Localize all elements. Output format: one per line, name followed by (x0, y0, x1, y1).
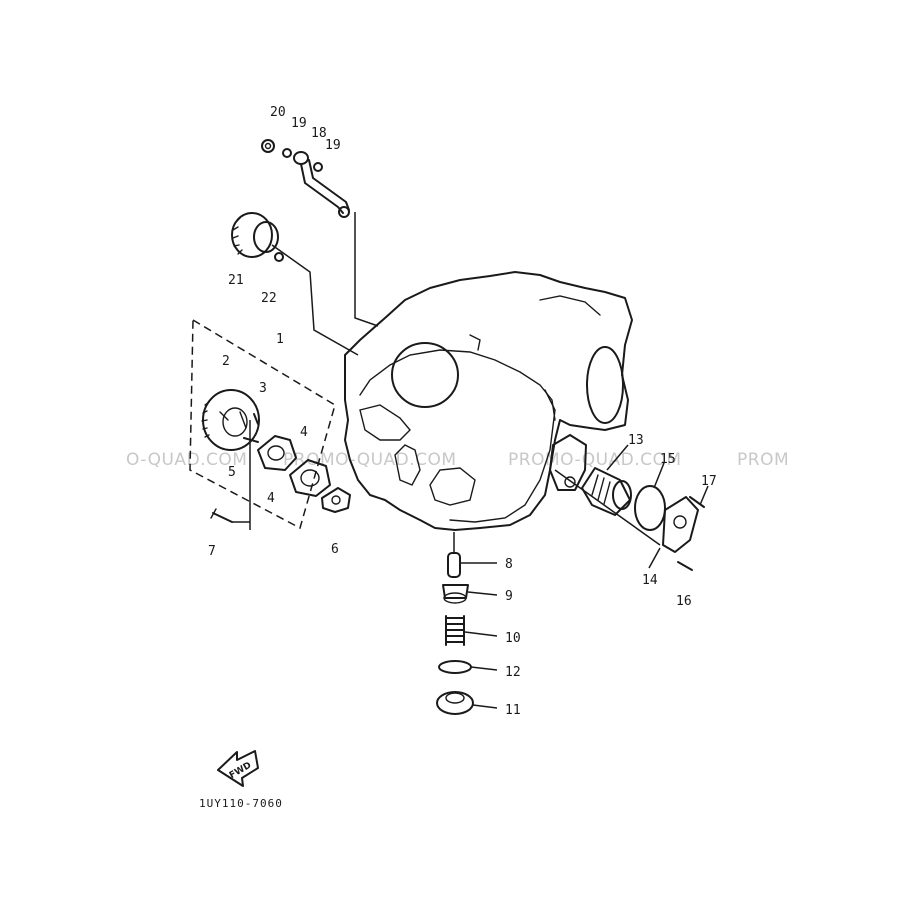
callout-5: 5 (228, 465, 236, 480)
callout-19: 19 (291, 116, 307, 131)
watermark-segment: PROMO-QUAD.COM (283, 450, 457, 470)
oil-filter-group (549, 434, 705, 571)
callout-21: 21 (228, 273, 244, 288)
callout-4: 4 (300, 425, 308, 440)
pump-cover-6 (321, 487, 351, 513)
callout-4: 4 (267, 491, 275, 506)
callout-2: 2 (222, 354, 230, 369)
bolt-20 (261, 139, 275, 153)
callout-12: 12 (505, 665, 521, 680)
washer-19 (313, 162, 323, 172)
spring-10 (445, 617, 465, 643)
callout-10: 10 (505, 631, 521, 646)
forward-arrow: FWD (217, 750, 259, 787)
callout-13: 13 (628, 433, 644, 448)
callout-9: 9 (505, 589, 513, 604)
pump-gear-2 (201, 389, 260, 451)
filter-cover-14 (662, 496, 699, 553)
cover-bore (391, 342, 459, 408)
oil-delivery-pipe-group (261, 139, 379, 327)
watermark: O-QUAD.COM PROMO-QUAD.COM PROMO-QUAD.COM… (126, 450, 789, 470)
callout-18: 18 (311, 126, 327, 141)
drive-gear-group (231, 212, 359, 356)
callout-15: 15 (660, 452, 676, 467)
callout-19: 19 (325, 138, 341, 153)
callout-3: 3 (259, 381, 267, 396)
gear-21 (231, 212, 273, 258)
callout-6: 6 (331, 542, 339, 557)
pipe-8 (447, 552, 461, 578)
callout-8: 8 (505, 557, 513, 572)
pipe-banjo-18 (293, 151, 309, 165)
cover-bore (586, 346, 624, 424)
oil-pump-assembly-box (189, 318, 336, 530)
callout-16: 16 (676, 594, 692, 609)
o-ring-12 (438, 660, 472, 674)
strainer-11 (436, 691, 474, 715)
callout-20: 20 (270, 105, 286, 120)
watermark-segment: PROM (737, 450, 789, 470)
callout-11: 11 (505, 703, 521, 718)
fwd-label: FWD (228, 761, 253, 781)
filter-13 (581, 467, 631, 516)
strainer-stack (436, 532, 474, 715)
callout-14: 14 (642, 573, 658, 588)
callout-7: 7 (208, 544, 216, 559)
bolt-17 (689, 496, 705, 508)
small-fasteners (210, 413, 259, 523)
callout-leaders (460, 444, 709, 709)
bolt-16 (677, 561, 693, 571)
diagram-code: 1UY110-7060 (199, 797, 283, 810)
callout-1: 1 (276, 332, 284, 347)
pump-rotors-4 (257, 435, 331, 497)
o-ring-15 (634, 485, 666, 531)
callout-22: 22 (261, 291, 277, 306)
watermark-segment: PROMO-QUAD.COM (508, 450, 682, 470)
crankcase-cover (344, 271, 633, 531)
callout-17: 17 (701, 474, 717, 489)
washer-19 (282, 148, 292, 158)
callouts: 1 2 3 4 4 5 6 7 8 9 10 11 12 13 14 15 16… (208, 105, 717, 718)
watermark-segment: O-QUAD.COM (126, 450, 247, 470)
pin-22 (274, 252, 284, 262)
